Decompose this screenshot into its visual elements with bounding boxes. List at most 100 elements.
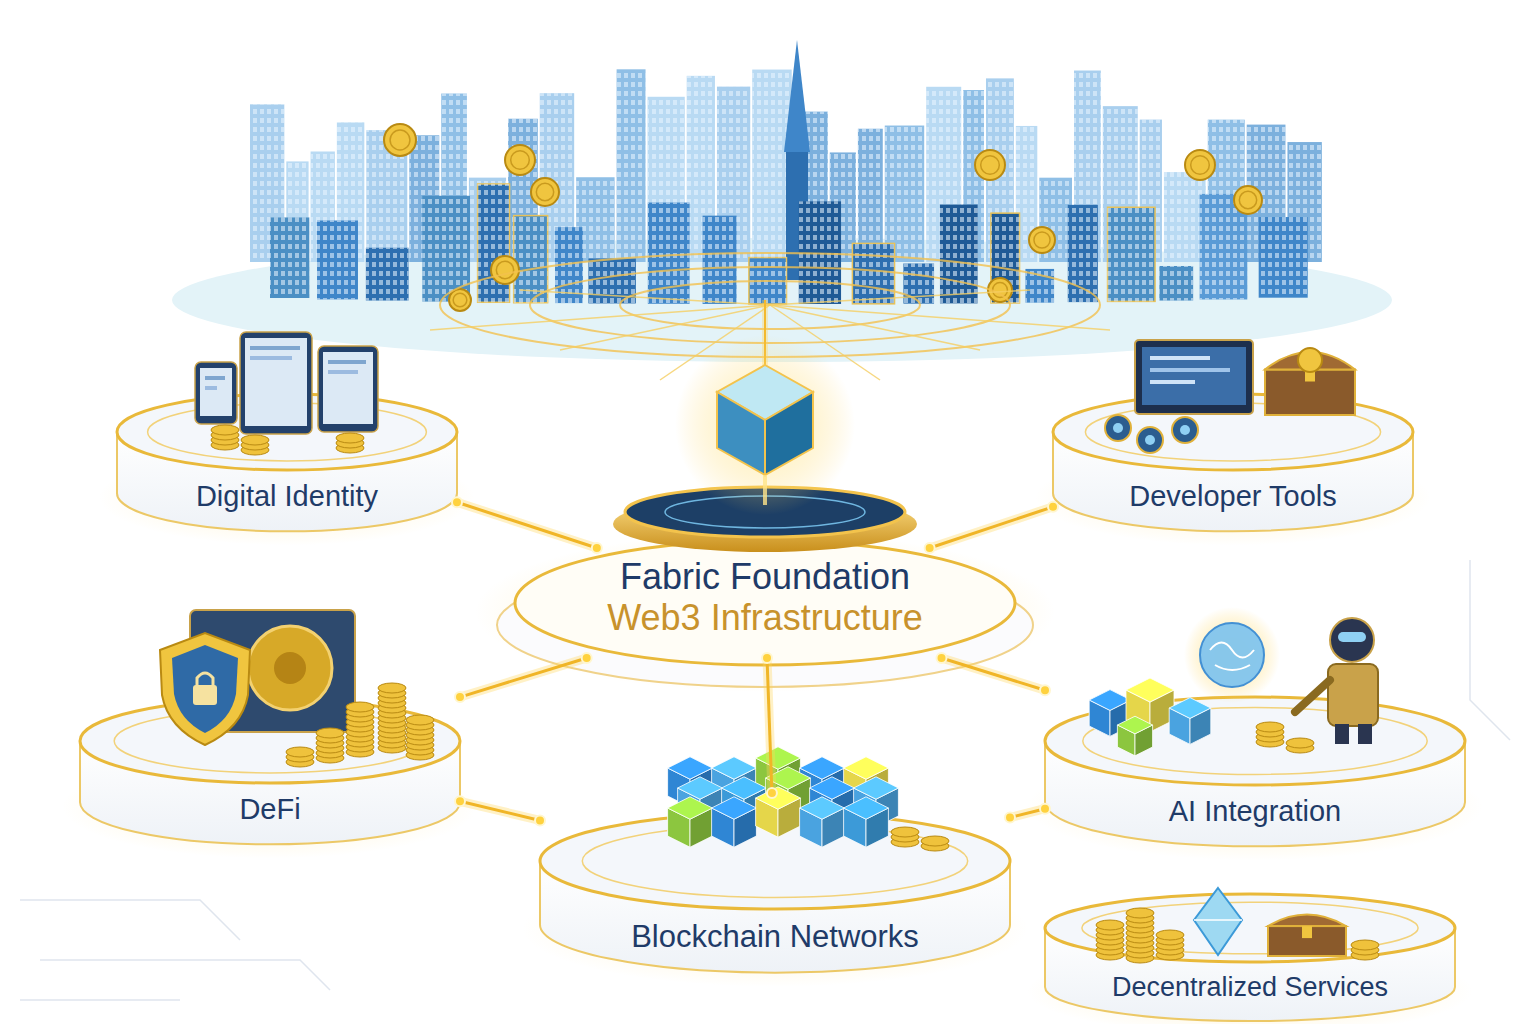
building-windows [940,205,978,304]
connector-dot [592,543,602,553]
crystal-facet [1194,919,1242,921]
robot-arm [1295,680,1330,712]
brain [1200,623,1264,687]
connector-dot [455,692,465,702]
gold-coin [1185,150,1215,180]
platform [1027,894,1473,1024]
connector-dot [455,796,465,806]
gold-coin-ring [1239,191,1256,208]
device-frame [318,346,378,432]
coin-stack [406,715,434,725]
building [852,243,894,303]
device-screen [323,352,373,424]
gold-coin-ring [453,293,467,307]
building [270,217,309,298]
gold-coin [384,124,416,156]
robot-head [1330,618,1374,662]
gold-coin-ring [390,130,410,150]
service-platform: Developer Tools [1053,374,1413,519]
building-windows [270,217,309,298]
tool-badge [1137,427,1163,453]
cube-face [765,392,813,475]
robot-leg [1358,724,1372,744]
device-frame [240,332,312,434]
building [1259,217,1308,298]
block-cube [756,787,801,809]
crystal [1194,888,1242,955]
device-line [250,346,300,350]
building [703,216,737,304]
gear-icon [1298,348,1322,372]
block-cube [712,797,757,819]
circuit-trace [20,900,240,940]
connector-dot [582,653,592,663]
coin-stack [921,836,949,846]
building-windows [317,220,358,299]
brain-glow [1184,607,1280,703]
connector-dot [535,815,545,825]
connector-line [460,801,540,820]
gold-coin-ring [1191,156,1210,175]
service-platform: DeFi [80,679,460,832]
shield-inner [172,645,238,733]
hub-subtitle: Web3 Infrastructure [607,597,922,638]
gold-coin-ring [1034,232,1050,248]
device-line [250,356,292,360]
coin-stack [1256,722,1284,732]
connector-glow [460,801,540,820]
code-line [1150,380,1195,384]
platform-label: Blockchain Networks [631,919,919,955]
identity-icons [195,332,378,455]
platform-label: Developer Tools [1129,480,1336,513]
connector-dot [925,543,935,553]
connector-glow [930,507,1053,548]
chest-lid [1268,915,1346,927]
connector-line [457,502,597,548]
monitor [1135,340,1253,414]
platform-label: AI Integration [1169,795,1342,828]
network-ray [430,305,770,330]
chest-body [1268,926,1346,956]
code-line [1150,356,1210,360]
platform [522,813,1028,987]
connector-line [460,658,587,697]
building-windows [752,70,791,262]
circuit-trace [40,960,330,990]
building [617,69,646,262]
platform [1027,697,1483,860]
coin-stack [891,827,919,837]
cube-glow [675,335,855,515]
building-windows [648,203,690,304]
building [885,126,924,262]
circuit-trace [20,999,180,1001]
network-ray [770,305,1110,330]
code-line [1150,368,1230,372]
defi-icons [160,610,434,767]
tool-badge-core [1180,425,1190,435]
gold-coin [1029,227,1055,253]
building [752,70,791,262]
connector-glow [457,502,597,548]
coin-stack [336,433,364,443]
developer-icons [1105,340,1355,453]
shield [160,633,250,745]
connector-dot [1005,813,1015,823]
building-windows [514,216,548,303]
building [366,248,409,301]
platform-label: DeFi [239,793,300,826]
block-cube [844,757,889,779]
building [1164,172,1206,262]
device-line [328,370,358,374]
connector-dot [762,653,772,663]
connector-glow [942,658,1045,690]
block-cube [712,757,757,779]
building [514,216,548,303]
connector-glow [767,658,772,793]
gold-coin [449,289,471,311]
connector-line [767,658,772,793]
cube-face [717,392,765,475]
hub-platform: Fabric FoundationWeb3 Infrastructure [525,548,1005,658]
robot-visor [1338,632,1366,642]
circuit-trace [1470,560,1510,740]
